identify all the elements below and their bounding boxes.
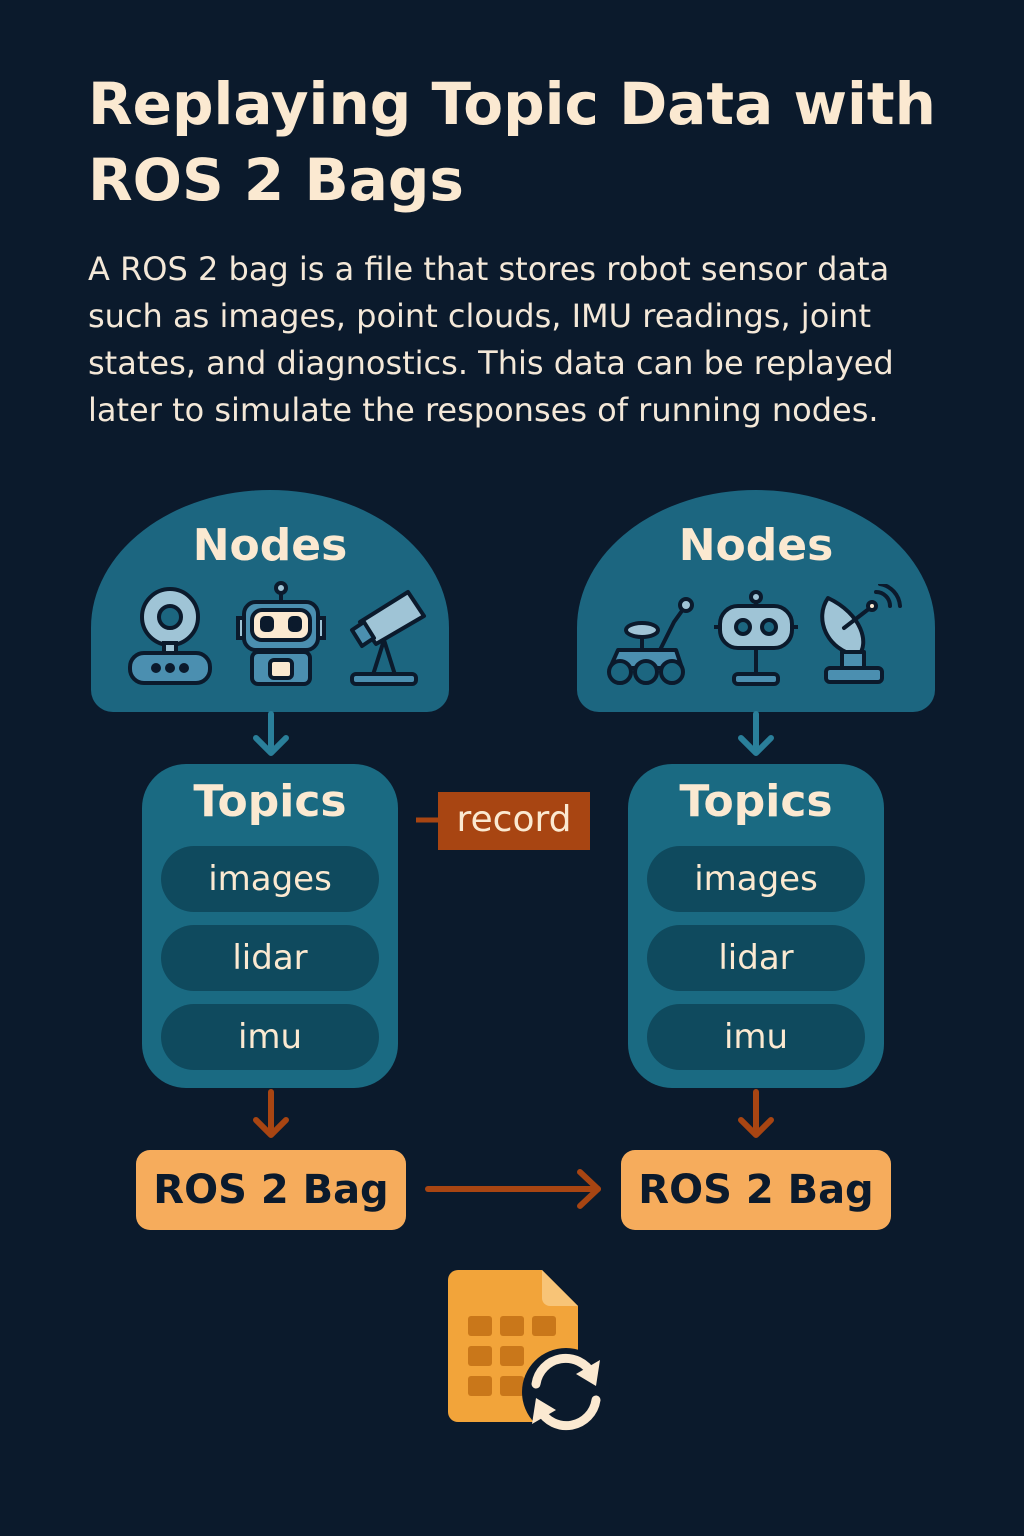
intro-text: A ROS 2 bag is a file that stores robot … [88,250,894,429]
arrow-nodes-to-topics-left [253,711,289,756]
record-tag: record [438,792,590,850]
topic-item: images [161,846,379,912]
satellite-dish-icon [820,584,902,684]
rover-icon [607,597,694,685]
topic-item: lidar [647,925,865,991]
topic-item: images [647,846,865,912]
arrow-bag-to-bag [425,1169,601,1209]
topic-item: imu [161,1004,379,1070]
nodes-label-right: Nodes [678,520,834,571]
page-title: Replaying Topic Data with ROS 2 Bags [88,70,936,214]
topics-label-left: Topics [193,776,347,827]
topics-label-right: Topics [679,776,833,827]
topic-item: lidar [161,925,379,991]
nodes-label-left: Nodes [192,520,348,571]
webcam-icon [128,587,212,685]
ros2-bag-right: ROS 2 Bag [621,1150,891,1230]
robot-head-icon [236,581,326,686]
arrow-topics-to-bag-left [253,1089,289,1138]
telescope-icon [350,590,426,686]
arrow-nodes-to-topics-right [738,711,774,756]
arrow-topics-to-bag-right [738,1089,774,1138]
topic-item: imu [647,1004,865,1070]
ros2-bag-left: ROS 2 Bag [136,1150,406,1230]
robot-icon [714,590,798,686]
file-replay-icon [448,1270,610,1436]
